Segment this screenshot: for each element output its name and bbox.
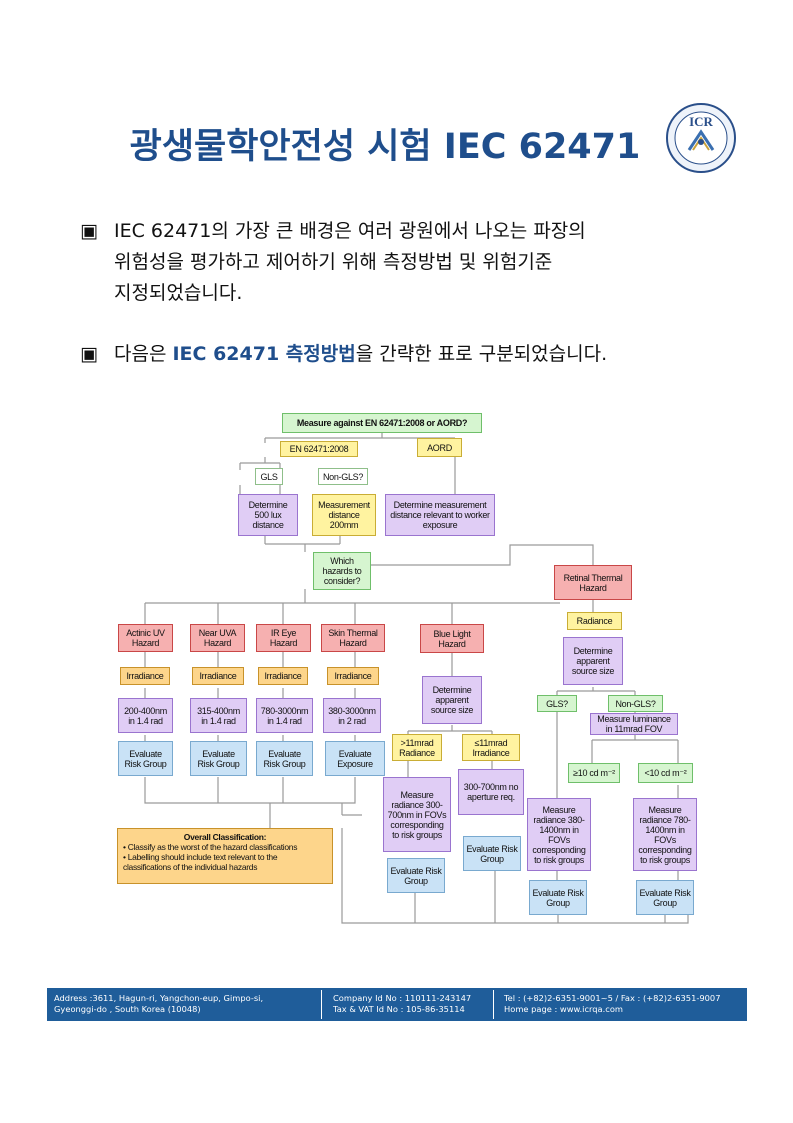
node-radiance-rt: Radiance <box>567 612 622 630</box>
node-no-aperture: 300-700nm no aperture req. <box>458 769 524 815</box>
node-gls: GLS <box>255 468 283 485</box>
node-which-hazards: Which hazards to consider? <box>313 552 371 590</box>
overall-classification-box: Overall Classification: • Classify as th… <box>117 828 333 884</box>
footer-company-line: Tax & VAT Id No : 105-86-35114 <box>333 1004 465 1014</box>
node-determine-worker: Determine measurement distance relevant … <box>385 494 495 536</box>
footer-address: Address :3611, Hagun-ri, Yangchon-eup, G… <box>54 993 263 1015</box>
node-evaluate-risk-1: Evaluate Risk Group <box>118 741 173 776</box>
overall-heading: Overall Classification: <box>183 832 267 842</box>
node-le11mrad: ≤11mrad Irradiance <box>462 734 520 761</box>
node-evaluate-risk-3: Evaluate Risk Group <box>256 741 313 776</box>
node-ir-eye: IR Eye Hazard <box>256 624 311 652</box>
node-ge10: ≥10 cd m⁻² <box>568 763 620 783</box>
node-measure-radiance-rt2: Measure radiance 780-1400nm in FOVs corr… <box>633 798 697 871</box>
node-range-380-3000: 380-3000nm in 2 rad <box>323 698 381 733</box>
node-range-780-3000: 780-3000nm in 1.4 rad <box>256 698 313 733</box>
footer-divider <box>493 990 494 1019</box>
node-irradiance-3: Irradiance <box>258 667 308 685</box>
node-aord: AORD <box>417 438 462 457</box>
node-blue-light: Blue Light Hazard <box>420 624 484 653</box>
flowchart-connectors <box>144 433 689 924</box>
node-non-gls-2: Non-GLS? <box>608 695 663 712</box>
node-measure-radiance-bl: Measure radiance 300-700nm in FOVs corre… <box>383 777 451 852</box>
footer-tel: Tel : (+82)2-6351-9001~5 / Fax : (+82)2-… <box>504 993 721 1003</box>
node-evaluate-risk-2: Evaluate Risk Group <box>190 741 247 776</box>
node-irradiance-2: Irradiance <box>192 667 244 685</box>
bullet-icon: ▣ <box>80 343 98 365</box>
node-gt11mrad: >11mrad Radiance <box>392 734 442 761</box>
node-measure-luminance: Measure luminance in 11mrad FOV <box>590 713 678 735</box>
footer-address-line: Gyeonggi-do , South Korea (10048) <box>54 1004 201 1014</box>
bullet-icon: ▣ <box>80 220 98 242</box>
summary-highlight: IEC 62471 측정방법 <box>172 343 356 365</box>
summary-text-after: 을 간략한 표로 구분되었습니다. <box>355 343 608 365</box>
node-evaluate-exposure: Evaluate Exposure <box>325 741 385 776</box>
node-measure-against: Measure against EN 62471:2008 or AORD? <box>282 413 482 433</box>
node-evaluate-risk-bl2: Evaluate Risk Group <box>387 858 445 893</box>
node-evaluate-risk-rt1: Evaluate Risk Group <box>529 880 587 915</box>
page-title: 광생물학안전성 시험 IEC 62471 <box>129 127 641 167</box>
node-range-315-400: 315-400nm in 1.4 rad <box>190 698 247 733</box>
node-determine-source-rt: Determine apparent source size <box>563 637 623 685</box>
paragraph-background: ▣ IEC 62471의 가장 큰 배경은 여러 광원에서 나오는 파장의 위험성… <box>80 216 586 309</box>
paragraph-line: 위험성을 평가하고 제어하기 위해 측정방법 및 위험기준 <box>114 251 553 273</box>
node-measurement-200mm: Measurement distance 200mm <box>312 494 376 536</box>
node-lt10: <10 cd m⁻² <box>638 763 693 783</box>
node-evaluate-risk-bl1: Evaluate Risk Group <box>463 836 521 871</box>
node-range-200-400: 200-400nm in 1.4 rad <box>118 698 173 733</box>
footer-bar: Address :3611, Hagun-ri, Yangchon-eup, G… <box>47 988 747 1021</box>
iec62471-flowchart: Measure against EN 62471:2008 or AORD? E… <box>110 405 700 935</box>
summary-text-before: 다음은 <box>114 343 173 365</box>
node-non-gls: Non-GLS? <box>318 468 368 485</box>
node-determine-500lux: Determine 500 lux distance <box>238 494 298 536</box>
footer-divider <box>321 990 322 1019</box>
node-near-uva: Near UVA Hazard <box>190 624 245 652</box>
footer-company-line: Company Id No : 110111-243147 <box>333 993 472 1003</box>
node-irradiance-4: Irradiance <box>327 667 379 685</box>
paragraph-line: IEC 62471의 가장 큰 배경은 여러 광원에서 나오는 파장의 <box>114 220 586 242</box>
paragraph-line: 지정되었습니다. <box>114 282 243 304</box>
overall-rule-1: • Classify as the worst of the hazard cl… <box>123 842 298 852</box>
paragraph-summary: ▣ 다음은 IEC 62471 측정방법을 간략한 표로 구분되었습니다. <box>80 339 607 370</box>
footer-address-line: Address :3611, Hagun-ri, Yangchon-eup, G… <box>54 993 264 1003</box>
node-gls-2: GLS? <box>537 695 577 712</box>
footer-homepage[interactable]: Home page : www.icrqa.com <box>504 1004 624 1014</box>
node-actinic-uv: Actinic UV Hazard <box>118 624 173 652</box>
node-retinal-thermal: Retinal Thermal Hazard <box>554 565 632 600</box>
node-en62471: EN 62471:2008 <box>280 441 358 457</box>
node-irradiance-1: Irradiance <box>120 667 170 685</box>
overall-rule-2: • Labelling should include text relevant… <box>123 852 278 872</box>
node-skin-thermal: Skin Thermal Hazard <box>321 624 385 652</box>
footer-contact: Tel : (+82)2-6351-9001~5 / Fax : (+82)2-… <box>504 993 720 1015</box>
icr-logo: ICR <box>665 102 737 174</box>
footer-company: Company Id No : 110111-243147 Tax & VAT … <box>333 993 471 1015</box>
node-determine-source-bl: Determine apparent source size <box>422 676 482 724</box>
svg-text:ICR: ICR <box>689 114 713 129</box>
node-measure-radiance-rt1: Measure radiance 380-1400nm in FOVs corr… <box>527 798 591 871</box>
node-evaluate-risk-rt2: Evaluate Risk Group <box>636 880 694 915</box>
